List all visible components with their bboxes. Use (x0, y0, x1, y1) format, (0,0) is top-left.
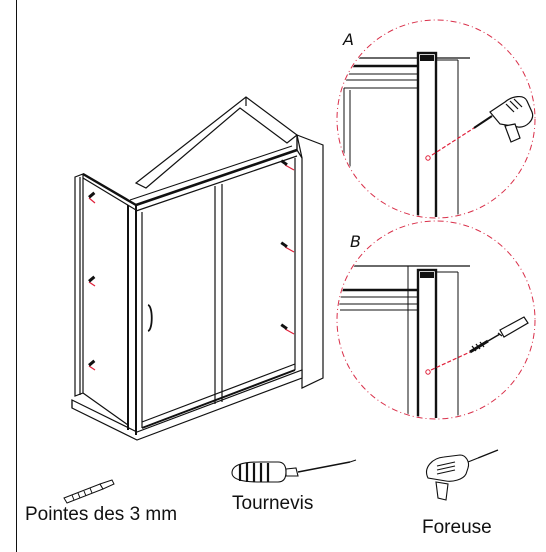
drill-label: Foreuse (422, 517, 492, 538)
screwdriver-label: Tournevis (232, 493, 314, 514)
top-rail (129, 145, 298, 212)
drill-icon (426, 449, 499, 501)
page-border (16, 0, 17, 552)
wall-anchor-markers (88, 164, 295, 371)
detail-a-label: A (343, 30, 354, 49)
drill-bit-icon (63, 479, 115, 504)
back-wall (134, 96, 298, 189)
door-handle (147, 304, 153, 332)
drill-bits-label: Pointes des 3 mm (25, 504, 178, 525)
drill-detail-a (431, 96, 534, 156)
wall-screws (88, 159, 288, 367)
detail-b-label: B (350, 232, 361, 251)
detail-b (336, 220, 536, 420)
side-wall (296, 134, 324, 389)
side-panel (74, 172, 137, 435)
detail-a (336, 19, 536, 219)
screwdriver-icon (231, 459, 357, 483)
shower-enclosure (71, 96, 324, 441)
front-panels (141, 158, 296, 429)
screw-detail-b (430, 316, 529, 371)
